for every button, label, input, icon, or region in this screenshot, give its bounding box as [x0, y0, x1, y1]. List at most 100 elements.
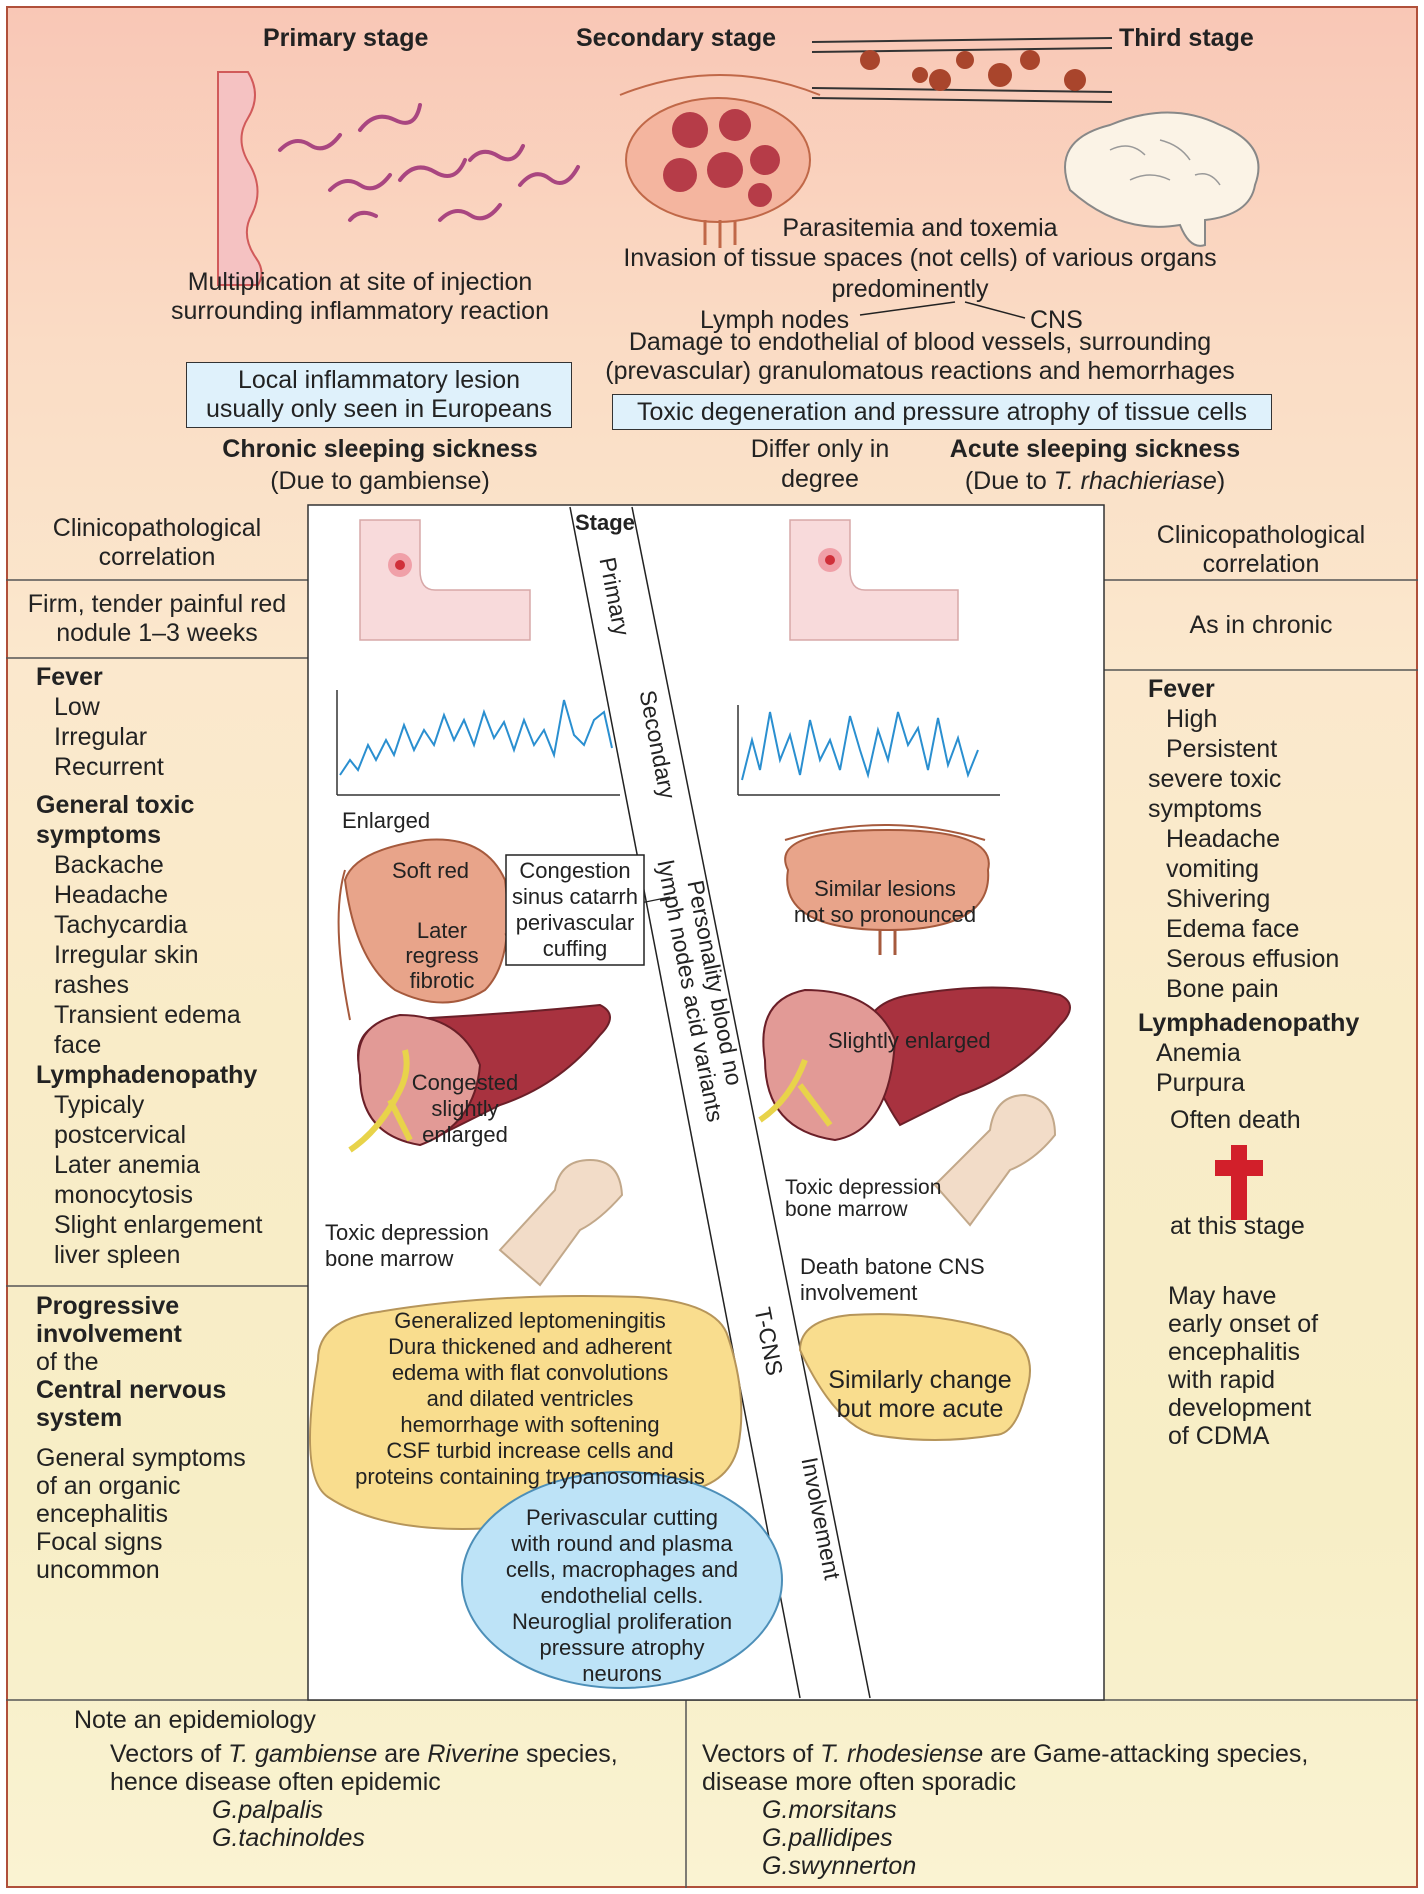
- right-clinico-line-1: Clinicopathological: [1156, 520, 1366, 549]
- later-line-1: Later: [416, 918, 468, 943]
- congested-line-2: slightly: [431, 1096, 499, 1121]
- progressive-line-1: Progressive: [36, 1292, 180, 1320]
- acute-sub-suffix: ): [1216, 467, 1226, 495]
- list-item: rashes: [54, 971, 130, 999]
- right-fever-heading: Fever: [1148, 675, 1215, 703]
- congestion-label: Congestion sinus catarrh perivascular cu…: [506, 858, 644, 962]
- vector-species-item: G.morsitans: [762, 1796, 897, 1824]
- congestion-line-3: perivascular: [515, 910, 635, 935]
- similarly-line-2: but more acute: [836, 1395, 1004, 1423]
- primary-stage-title: Primary stage: [263, 24, 429, 52]
- left-clinico-line-1: Clinicopathological: [52, 513, 262, 542]
- list-item: Recurrent: [54, 753, 164, 781]
- list-item: Anemia: [1156, 1039, 1241, 1067]
- vector-species-item: G.swynnerton: [762, 1852, 917, 1880]
- local-lesion-line-1: Local inflammatory lesion: [237, 366, 521, 394]
- toxic-right-line-1: Toxic depression: [785, 1176, 942, 1199]
- lymph-node-right-icon: [784, 824, 990, 955]
- list-item: Purpura: [1156, 1069, 1245, 1097]
- list-item: Edema face: [1166, 915, 1300, 943]
- list-item: vomiting: [1166, 855, 1260, 883]
- right-lymph-block: Lymphadenopathy Anemia Purpura: [1138, 1008, 1408, 1098]
- progressive-line-4: Central nervous: [36, 1376, 227, 1404]
- later-regress-label: Later regress fibrotic: [392, 918, 492, 993]
- list-item: High: [1166, 705, 1218, 733]
- footer-left-species: T. gambiense: [228, 1740, 378, 1768]
- left-clinico-line-2: correlation: [98, 542, 216, 571]
- vector-species-item: G.tachinoldes: [212, 1824, 365, 1852]
- lymph-node-left-icon: [337, 838, 521, 1021]
- toxic-left-line-2: bone marrow: [325, 1246, 454, 1271]
- lepto-line-1: Generalized leptomeningitis: [394, 1308, 666, 1333]
- right-lymph-heading: Lymphadenopathy: [1138, 1009, 1360, 1037]
- left-fever-heading: Fever: [36, 663, 103, 691]
- blood-vessel-icon: [811, 37, 1113, 103]
- perivascular-line-1: Perivascular cutting: [526, 1505, 718, 1530]
- death-cross-icon: [1215, 1145, 1263, 1220]
- acute-subheading: (Due to T. rhachieriase): [920, 467, 1270, 496]
- soft-red-label: Soft red: [392, 858, 470, 883]
- right-clinico-line-2: correlation: [1202, 549, 1320, 578]
- bone-right-icon: [933, 1093, 1057, 1227]
- congested-label: Congested slightly enlarged: [390, 1070, 540, 1148]
- perivascular-line-7: neurons: [582, 1661, 662, 1686]
- list-item: liver spleen: [54, 1241, 181, 1269]
- list-item: of an organic: [36, 1472, 181, 1500]
- leptomeningitis-blob: [309, 1295, 743, 1530]
- perivascular-line-3: cells, macrophages and: [505, 1557, 739, 1582]
- nodule-line-2: nodule 1–3 weeks: [56, 619, 258, 647]
- congested-line-3: enlarged: [422, 1122, 508, 1147]
- left-lymph-heading: Lymphadenopathy: [36, 1061, 258, 1089]
- list-item: with rapid: [1168, 1366, 1275, 1394]
- right-severe-line-2: symptoms: [1148, 795, 1262, 823]
- left-toxic-heading-2: symptoms: [36, 821, 162, 849]
- gambiense-epidemic-line: hence disease often epidemic: [110, 1768, 441, 1796]
- left-toxic-heading-1: General toxic: [36, 791, 195, 819]
- liver-right-icon: [758, 986, 1071, 1142]
- progressive-line-5: system: [36, 1404, 123, 1432]
- death-before-cns: Death batone CNS involvement: [800, 1254, 985, 1306]
- list-item: postcervical: [54, 1121, 186, 1149]
- parasitemia-text: Parasitemia and toxemia: [782, 214, 1058, 242]
- toxic-depression-left: Toxic depression bone marrow: [325, 1220, 489, 1272]
- perivascular-ellipse: [461, 1471, 783, 1689]
- footer-right-suffix: are Game-attacking species,: [983, 1740, 1309, 1768]
- similarly-blob: [798, 1313, 1031, 1441]
- perivascular-line-5: Neuroglial proliferation: [511, 1609, 733, 1634]
- differ-line-2: degree: [781, 465, 859, 493]
- perivascular-line-2: with round and plasma: [511, 1531, 733, 1556]
- rhodesiense-vectors-line: Vectors of T. rhodesiense are Game-attac…: [702, 1740, 1308, 1769]
- acute-sub-prefix: (Due to: [964, 467, 1054, 495]
- often-death-text: Often death: [1170, 1106, 1301, 1134]
- liver-left-icon: [348, 1003, 611, 1153]
- lymph-nodes-label: Lymph nodes: [700, 306, 850, 334]
- similar-line-1: Similar lesions: [814, 876, 956, 901]
- congestion-line-1: Congestion: [519, 858, 631, 883]
- fever-chart-right-icon: [737, 705, 1000, 796]
- lepto-line-3: edema with flat convolutions: [391, 1360, 669, 1385]
- cns-label: CNS: [1030, 306, 1083, 334]
- list-item: early onset of: [1168, 1310, 1319, 1338]
- list-item: Bone pain: [1166, 975, 1279, 1003]
- toxic-depression-right: Toxic depression bone marrow: [785, 1177, 941, 1221]
- stage-band-label: Stage: [575, 510, 635, 535]
- list-item: uncommon: [36, 1556, 160, 1584]
- differ-line-1: Differ only in: [750, 435, 890, 463]
- vector-species-item: G.pallidipes: [762, 1824, 893, 1852]
- congestion-line-4: cuffing: [542, 936, 608, 961]
- vector-species-item: G.palpalis: [212, 1796, 324, 1824]
- similarly-line-1: Similarly change: [828, 1366, 1012, 1394]
- arm-icon-left: [359, 519, 531, 641]
- list-item: Headache: [1166, 825, 1280, 853]
- list-item: Irregular skin: [54, 941, 199, 969]
- list-item: Persistent: [1166, 735, 1278, 763]
- trypanosome-icon: [278, 103, 580, 222]
- toxic-right-line-2: bone marrow: [785, 1198, 908, 1221]
- death-line-2: involvement: [800, 1280, 918, 1305]
- footer-left-suffix: species,: [519, 1740, 618, 1768]
- perivascular-line-6: pressure atrophy: [539, 1635, 705, 1660]
- list-item: encephalitis: [1168, 1338, 1301, 1366]
- bone-left-icon: [498, 1158, 624, 1287]
- progressive-line-2: involvement: [36, 1320, 182, 1348]
